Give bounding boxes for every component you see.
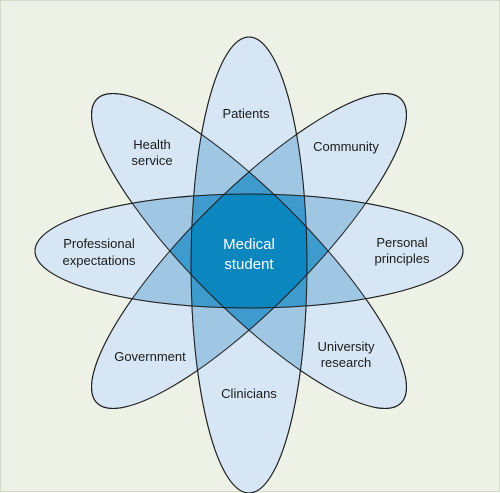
label-government: Government — [114, 349, 186, 364]
label-university-research-line1: University — [317, 339, 375, 354]
label-professional-expectations-line1: Professional — [63, 236, 135, 251]
label-health-service-line1: Health — [133, 137, 171, 152]
center-overlap — [191, 194, 307, 308]
label-clinicians: Clinicians — [221, 386, 277, 401]
label-university-research-line2: research — [321, 355, 372, 370]
label-health-service-line2: service — [131, 153, 172, 168]
label-professional-expectations-line2: expectations — [63, 253, 136, 268]
label-community: Community — [313, 139, 379, 154]
label-center-line2: student — [224, 256, 274, 273]
label-patients: Patients — [223, 106, 270, 121]
label-personal-principles-line1: Personal — [376, 235, 427, 250]
petal-outlines — [34, 36, 464, 493]
label-center-line1: Medical — [223, 236, 275, 253]
label-personal-principles-line2: principles — [375, 251, 430, 266]
